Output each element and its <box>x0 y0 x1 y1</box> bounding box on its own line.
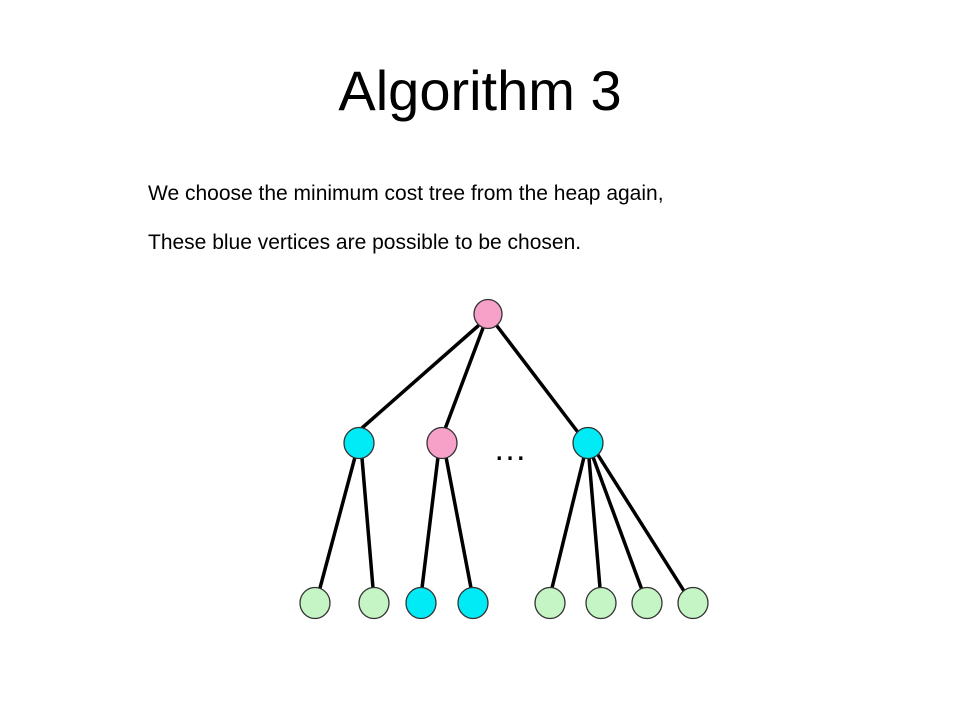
tree-nodes <box>299 298 709 620</box>
tree-node-a1-light-green <box>299 586 331 620</box>
tree-edge-r-c <box>495 324 579 433</box>
caption-line-2: These blue vertices are possible to be c… <box>148 231 582 254</box>
tree-node-a-cyan <box>343 426 375 460</box>
tree-edge-r-a <box>360 324 480 430</box>
tree-node-c2-light-green <box>585 586 617 620</box>
tree-edge-c-c3 <box>591 455 644 592</box>
tree-edge-b-b2 <box>444 455 473 590</box>
tree-edges <box>318 324 686 593</box>
tree-node-b1-cyan <box>405 586 437 620</box>
slide-title: Algorithm 3 <box>338 59 622 122</box>
tree-edge-c-c1 <box>550 455 586 590</box>
tree-edge-c-c2 <box>587 456 602 590</box>
tree-edge-b-b1 <box>420 455 440 590</box>
tree-edge-r-b <box>443 326 485 431</box>
tree-node-r-pink <box>473 298 503 330</box>
tree-node-c3-light-green <box>631 586 663 620</box>
tree-node-c1-light-green <box>534 586 566 620</box>
tree-edge-a-a2 <box>360 456 375 590</box>
tree-node-b-pink <box>426 426 458 460</box>
tree-node-c-cyan <box>572 426 604 460</box>
tree-node-b2-cyan <box>457 586 489 620</box>
tree-node-a2-light-green <box>358 586 390 620</box>
tree-edge-c-c4 <box>596 453 686 593</box>
caption-line-1: We choose the minimum cost tree from the… <box>148 182 664 205</box>
tree-node-c4-light-green <box>677 586 709 620</box>
ellipsis-marker: … <box>493 430 527 468</box>
tree-edge-a-a1 <box>318 455 357 590</box>
